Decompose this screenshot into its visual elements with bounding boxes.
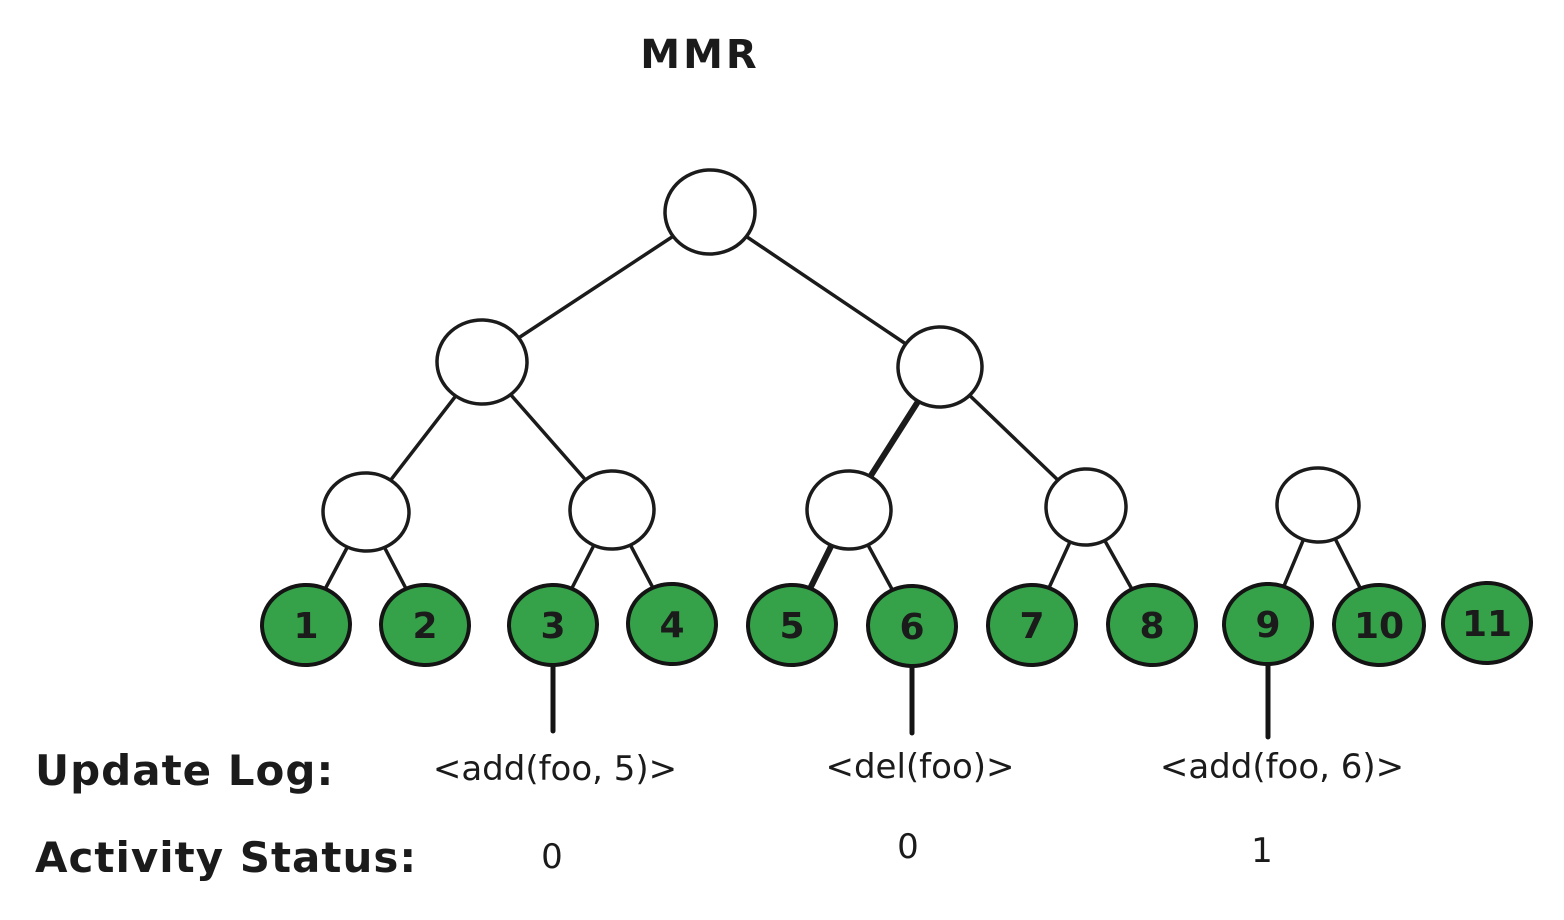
leaf-circle	[1106, 582, 1198, 668]
leaf-circle	[507, 582, 599, 668]
update-log-entry-1: <add(foo, 5)>	[433, 749, 677, 789]
leaf-circle	[986, 582, 1078, 668]
activity-status-row: Activity Status: 0 0 1	[35, 827, 1273, 882]
internal-nodes	[321, 168, 1361, 553]
internal-node-left	[435, 318, 529, 406]
leaf-label: 3	[540, 606, 565, 647]
leaf-node-9: 9	[1222, 581, 1314, 667]
tree-edges	[304, 210, 1381, 628]
leaf-node-8: 8	[1106, 582, 1198, 668]
update-log-entry-3: <add(foo, 6)>	[1160, 747, 1404, 787]
leaf-circle	[746, 582, 838, 668]
leaf-circle	[866, 583, 958, 669]
internal-node-d	[1044, 467, 1128, 547]
internal-node-a	[321, 471, 411, 553]
activity-status-value-1: 0	[541, 837, 563, 877]
leaf-node-11: 11	[1441, 580, 1533, 666]
leaf-label: 6	[899, 607, 924, 648]
leaf-label: 8	[1139, 606, 1164, 647]
leaf-node-10: 10	[1332, 582, 1426, 668]
activity-status-label: Activity Status:	[35, 833, 417, 882]
leaf-node-4: 4	[626, 581, 718, 667]
internal-node-c	[805, 469, 893, 551]
activity-status-value-3: 1	[1251, 831, 1273, 871]
update-log-row: Update Log: <add(foo, 5)> <del(foo)> <ad…	[35, 746, 1404, 795]
leaf-circle	[1332, 582, 1426, 668]
internal-node-right	[896, 325, 984, 409]
leaf-label: 4	[659, 605, 684, 646]
leaf-label: 5	[779, 606, 804, 647]
activity-status-value-2: 0	[897, 827, 919, 867]
internal-node-b	[568, 469, 656, 551]
leaf-nodes: 1 2 3 4 5 6 7	[260, 580, 1533, 669]
diagram-title: MMR	[640, 32, 759, 78]
leaf-node-6: 6	[866, 583, 958, 669]
update-log-entry-2: <del(foo)>	[825, 747, 1014, 787]
leaf-node-1: 1	[260, 582, 352, 668]
leaf-circle	[260, 582, 352, 668]
edge-root-right-child	[708, 210, 942, 369]
leaf-label: 7	[1019, 606, 1044, 647]
update-log-label: Update Log:	[35, 746, 334, 795]
leaf-label: 9	[1255, 605, 1280, 646]
leaf-node-5: 5	[746, 582, 838, 668]
leaf-label: 11	[1462, 604, 1512, 645]
leaf-circle	[379, 582, 471, 668]
leaf-circle	[1222, 581, 1314, 667]
leaf-label: 10	[1354, 606, 1404, 647]
root-node	[663, 168, 757, 256]
leaf-label: 2	[412, 606, 437, 647]
leaf-circle	[1441, 580, 1533, 666]
leaf-node-7: 7	[986, 582, 1078, 668]
leaf-node-3: 3	[507, 582, 599, 668]
leaf-node-2: 2	[379, 582, 471, 668]
leaf-label: 1	[293, 606, 318, 647]
internal-node-e	[1275, 466, 1361, 544]
leaf-circle	[626, 581, 718, 667]
